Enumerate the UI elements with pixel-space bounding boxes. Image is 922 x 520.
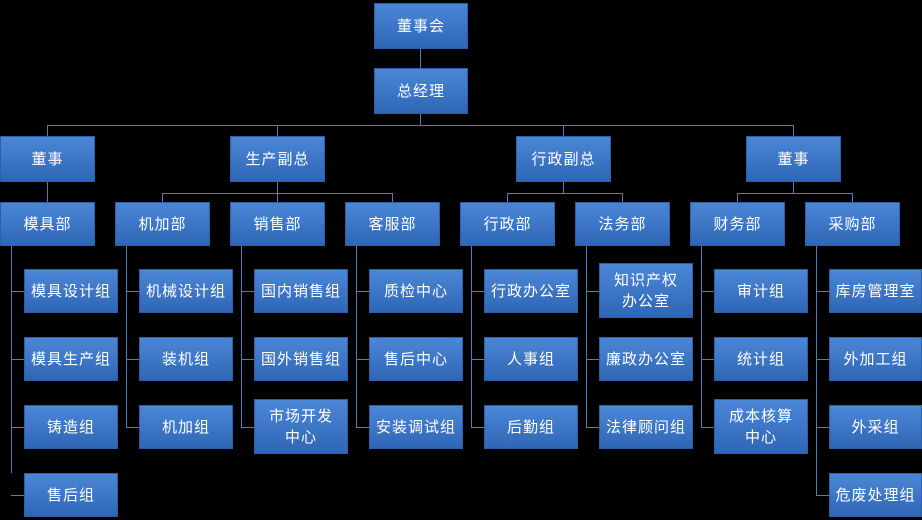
node-external-purchasing[interactable]: 外采组 [829, 405, 922, 449]
node-ip-office[interactable]: 知识产权 办公室 [599, 263, 693, 318]
node-after-sales-group[interactable]: 售后组 [24, 473, 118, 517]
connector-director-right-bar [737, 193, 853, 194]
node-machining-group[interactable]: 机加组 [139, 405, 233, 449]
node-overseas-sales[interactable]: 国外销售组 [254, 337, 348, 381]
connector-stub-legal-2 [586, 359, 599, 360]
connector-stub-cs-3 [356, 427, 369, 428]
connector-trunk-horizontal [47, 125, 794, 126]
node-dept-mold[interactable]: 模具部 [0, 202, 95, 246]
connector-to-legal [622, 193, 623, 202]
connector-trunk-to-vp-administration [563, 125, 564, 136]
node-casting[interactable]: 铸造组 [24, 405, 118, 449]
node-cost-accounting-center[interactable]: 成本核算 中心 [714, 399, 808, 454]
connector-to-customer-service [392, 193, 393, 202]
connector-stub-cs-1 [356, 291, 369, 292]
connector-stub-admin-3 [471, 427, 484, 428]
connector-to-finance [737, 193, 738, 202]
connector-stub-admin-2 [471, 359, 484, 360]
connector-stub-sales-3 [241, 427, 254, 428]
node-legal-counsel[interactable]: 法律顾问组 [599, 405, 693, 449]
connector-spine-legal [586, 246, 587, 427]
connector-stub-sales-2 [241, 359, 254, 360]
node-outsourced-processing[interactable]: 外加工组 [829, 337, 922, 381]
node-hazardous-waste[interactable]: 危废处理组 [829, 473, 922, 517]
connector-vp-administration-bar [507, 193, 623, 194]
connector-to-machining [162, 193, 163, 202]
connector-stub-mold-4 [11, 495, 24, 496]
node-dept-purchasing[interactable]: 采购部 [805, 202, 900, 246]
node-admin-office[interactable]: 行政办公室 [484, 269, 578, 313]
node-hr-group[interactable]: 人事组 [484, 337, 578, 381]
node-assembly[interactable]: 装机组 [139, 337, 233, 381]
connector-spine-sales [241, 246, 242, 427]
node-installation-debug[interactable]: 安装调试组 [369, 405, 463, 449]
connector-stub-purchasing-4 [816, 495, 829, 496]
connector-stub-machining-2 [126, 359, 139, 360]
node-market-development-center[interactable]: 市场开发 中心 [254, 399, 348, 454]
node-mechanical-design[interactable]: 机械设计组 [139, 269, 233, 313]
connector-stub-cs-2 [356, 359, 369, 360]
connector-spine-purchasing [816, 246, 817, 495]
connector-stub-sales-1 [241, 291, 254, 292]
node-mold-design[interactable]: 模具设计组 [24, 269, 118, 313]
connector-to-administration [507, 193, 508, 202]
connector-stub-legal-1 [586, 291, 599, 292]
connector-stub-purchasing-2 [816, 359, 829, 360]
connector-trunk-to-director-right [793, 125, 794, 136]
node-general-manager[interactable]: 总经理 [374, 68, 468, 114]
connector-vp-administration-down [563, 182, 564, 193]
connector-to-purchasing [852, 193, 853, 202]
connector-stub-finance-2 [701, 359, 714, 360]
node-logistics-group[interactable]: 后勤组 [484, 405, 578, 449]
connector-to-sales [277, 193, 278, 202]
node-dept-finance[interactable]: 财务部 [690, 202, 785, 246]
connector-trunk-to-vp-production [277, 125, 278, 136]
connector-spine-customer-service [356, 246, 357, 427]
connector-stub-admin-1 [471, 291, 484, 292]
node-domestic-sales[interactable]: 国内销售组 [254, 269, 348, 313]
connector-gm-down [420, 113, 421, 126]
node-director-right[interactable]: 董事 [746, 136, 841, 182]
connector-stub-purchasing-3 [816, 427, 829, 428]
connector-stub-finance-3 [701, 427, 714, 428]
node-vp-administration[interactable]: 行政副总 [516, 136, 611, 182]
node-mold-production[interactable]: 模具生产组 [24, 337, 118, 381]
connector-vp-production-down [277, 182, 278, 193]
node-warehouse-office[interactable]: 库房管理室 [829, 269, 922, 313]
connector-trunk-to-director-left [47, 125, 48, 136]
connector-spine-administration [471, 246, 472, 427]
connector-stub-mold-2 [11, 359, 24, 360]
node-dept-sales[interactable]: 销售部 [230, 202, 325, 246]
connector-stub-machining-3 [126, 427, 139, 428]
node-statistics-group[interactable]: 统计组 [714, 337, 808, 381]
connector-stub-purchasing-1 [816, 291, 829, 292]
connector-board-to-gm [420, 49, 421, 77]
connector-stub-legal-3 [586, 427, 599, 428]
connector-director-right-down [793, 182, 794, 193]
node-vp-production[interactable]: 生产副总 [230, 136, 325, 182]
node-dept-administration[interactable]: 行政部 [460, 202, 555, 246]
node-director-left[interactable]: 董事 [0, 136, 95, 182]
node-after-sales-center[interactable]: 售后中心 [369, 337, 463, 381]
connector-stub-mold-3 [11, 427, 24, 428]
connector-director-left-to-mold [47, 182, 48, 202]
node-dept-legal[interactable]: 法务部 [575, 202, 670, 246]
node-integrity-office[interactable]: 廉政办公室 [599, 337, 693, 381]
connector-stub-machining-1 [126, 291, 139, 292]
connector-stub-finance-1 [701, 291, 714, 292]
node-audit-group[interactable]: 审计组 [714, 269, 808, 313]
node-dept-machining[interactable]: 机加部 [115, 202, 210, 246]
connector-spine-machining [126, 246, 127, 427]
connector-stub-mold-1 [11, 291, 24, 292]
node-board[interactable]: 董事会 [374, 3, 468, 49]
node-quality-center[interactable]: 质检中心 [369, 269, 463, 313]
node-dept-customer-service[interactable]: 客服部 [345, 202, 440, 246]
connector-spine-finance [701, 246, 702, 427]
